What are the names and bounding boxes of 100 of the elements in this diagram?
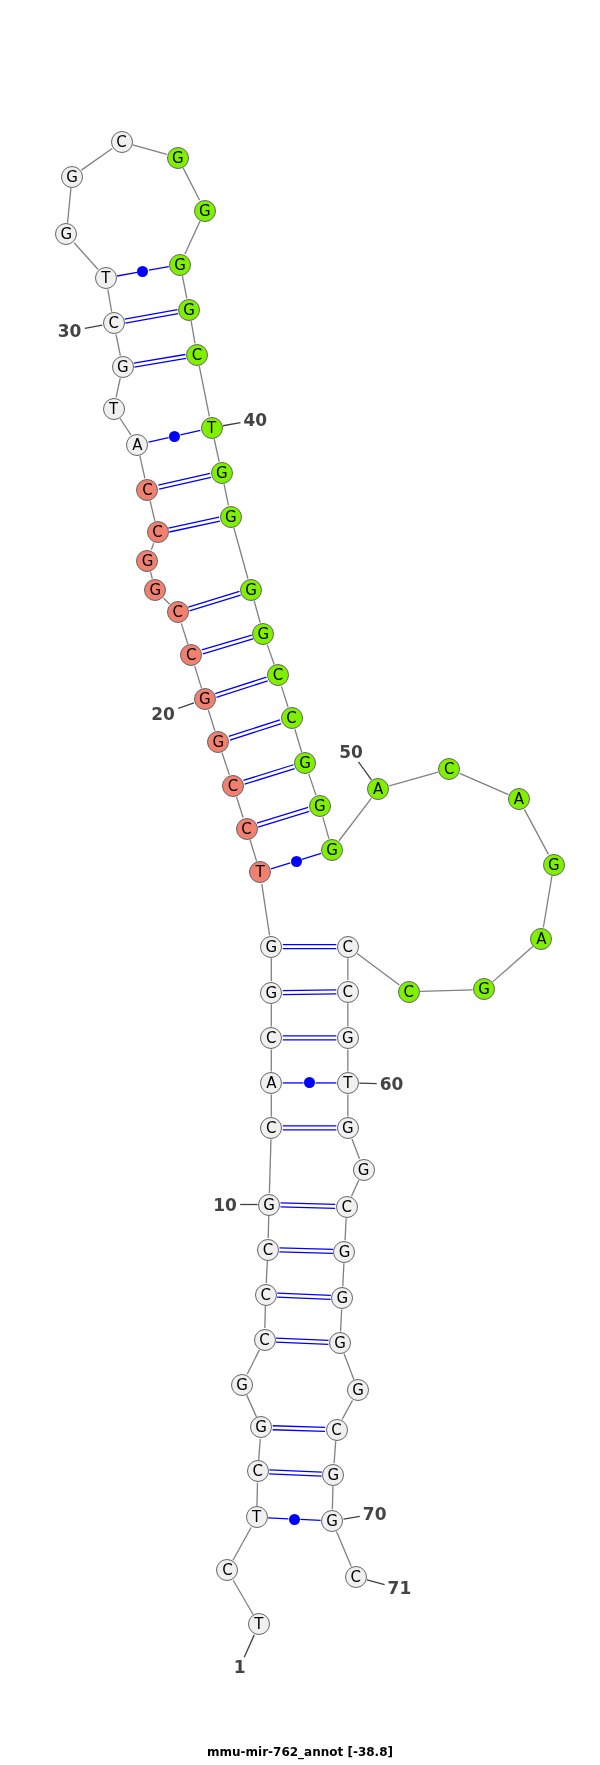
nucleotide-circle: T	[249, 861, 272, 884]
nucleotide-circle: C	[166, 601, 189, 624]
backbone-line	[139, 455, 146, 480]
backbone-line	[180, 622, 189, 645]
nucleotide-circle: G	[252, 622, 275, 645]
nucleotide-circle: G	[473, 978, 496, 1001]
nucleotide-circle: G	[231, 1373, 253, 1396]
base-pair-line	[278, 1247, 334, 1255]
backbone-line	[115, 333, 122, 357]
backbone-line	[331, 1485, 334, 1510]
backbone-line	[338, 797, 372, 842]
backbone-line	[132, 144, 168, 156]
nucleotide-circle: G	[321, 838, 344, 861]
nucleotide-circle: G	[331, 1286, 354, 1309]
base-pair-line	[271, 1425, 326, 1432]
nucleotide-circle: G	[260, 981, 283, 1004]
backbone-line	[181, 275, 188, 299]
backbone-line	[253, 600, 261, 624]
leader-line	[222, 421, 242, 427]
base-pair-line	[276, 1292, 332, 1301]
nucleotide-circle: C	[253, 1328, 276, 1351]
position-number: 60	[379, 1075, 404, 1094]
nucleotide-circle: T	[102, 397, 125, 420]
base-pair-line	[282, 1125, 337, 1131]
pair-dot	[304, 1077, 316, 1089]
backbone-line	[246, 1349, 261, 1375]
nucleotide-circle: C	[186, 343, 208, 366]
nucleotide-circle: G	[61, 165, 84, 188]
pair-dot	[168, 430, 180, 442]
backbone-line	[256, 1482, 259, 1507]
nucleotide-circle: G	[346, 1379, 369, 1402]
nucleotide-circle: A	[126, 433, 149, 456]
backbone-line	[344, 1217, 347, 1241]
backbone-line	[149, 571, 153, 580]
wobble-pair-line	[267, 1517, 290, 1520]
backbone-line	[335, 1530, 352, 1568]
base-pair-line	[228, 719, 282, 741]
backbone-line	[339, 1308, 343, 1333]
backbone-line	[232, 1526, 252, 1561]
wobble-pair-line	[179, 429, 202, 436]
nucleotide-circle: C	[335, 1195, 358, 1218]
base-pair-line	[167, 516, 221, 533]
position-number: 71	[387, 1579, 412, 1598]
nucleotide-circle: G	[333, 1240, 356, 1263]
backbone-line	[347, 957, 349, 981]
nucleotide-circle: G	[219, 505, 242, 528]
backbone-line	[194, 665, 203, 689]
backbone-line	[343, 1353, 355, 1381]
nucleotide-circle: G	[308, 795, 331, 817]
backbone-line	[492, 945, 534, 983]
nucleotide-circle: C	[336, 980, 359, 1003]
backbone-line	[270, 1048, 272, 1073]
leader-line	[366, 1579, 386, 1586]
nucleotide-circle: G	[328, 1331, 351, 1354]
backbone-line	[233, 527, 249, 580]
backbone-line	[542, 875, 553, 929]
wobble-pair-line	[270, 862, 291, 870]
backbone-line	[264, 1305, 267, 1329]
backbone-line	[351, 1138, 361, 1160]
nucleotide-circle: A	[260, 1071, 283, 1094]
nucleotide-circle: C	[280, 707, 303, 730]
nucleotide-circle: G	[258, 1193, 281, 1216]
backbone-line	[270, 957, 272, 982]
position-number: 50	[339, 742, 363, 761]
nucleotide-circle: G	[336, 1026, 359, 1049]
position-number: 70	[362, 1505, 387, 1524]
nucleotide-circle: C	[102, 312, 125, 335]
nucleotide-circle: A	[530, 927, 553, 950]
nucleotide-circle: G	[111, 355, 134, 378]
nucleotide-circle: C	[246, 1460, 269, 1483]
nucleotide-circle: G	[260, 935, 283, 958]
base-pair-line	[282, 944, 337, 950]
backbone-line	[308, 773, 317, 796]
wobble-pair-line	[148, 265, 170, 271]
backbone-line	[66, 187, 72, 224]
backbone-line	[347, 1002, 349, 1028]
nucleotide-circle: C	[438, 757, 461, 780]
base-pair-line	[275, 1337, 330, 1346]
backbone-line	[182, 167, 201, 201]
nucleotide-circle: A	[367, 778, 390, 801]
backbone-line	[198, 365, 211, 418]
backbone-line	[80, 147, 113, 171]
backbone-line	[350, 1179, 360, 1197]
backbone-line	[73, 242, 99, 271]
position-number: 1	[233, 1658, 246, 1677]
backbone-line	[388, 771, 439, 787]
backbone-line	[232, 1579, 254, 1616]
backbone-line	[265, 1260, 268, 1284]
nucleotide-circle: C	[110, 130, 133, 153]
leader-line	[243, 1634, 255, 1658]
nucleotide-circle: C	[136, 478, 159, 501]
nucleotide-circle: G	[55, 223, 78, 246]
backbone-line	[270, 1093, 272, 1118]
backbone-line	[419, 989, 474, 993]
backbone-line	[280, 685, 289, 708]
nucleotide-circle: G	[322, 1463, 345, 1486]
backbone-line	[221, 752, 231, 776]
base-pair-line	[279, 1202, 336, 1210]
backbone-line	[249, 838, 258, 863]
backbone-line	[246, 1394, 258, 1418]
